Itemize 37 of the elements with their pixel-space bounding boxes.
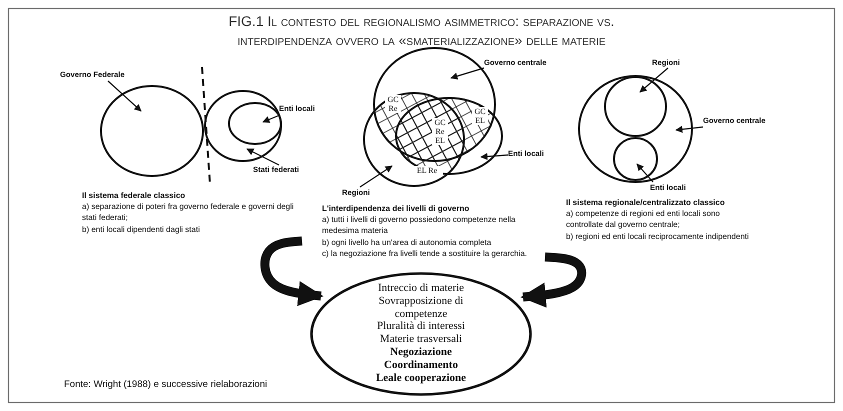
circle-shape [613, 137, 658, 181]
oval-text: Coordinamento [383, 358, 459, 372]
caption-heading: Il sistema regionale/centralizzato classico [566, 197, 726, 208]
overlap-label: GC EL [472, 107, 488, 125]
caption-text: c) la negoziazione fra livelli tende a sostituire la gerarchia. [322, 248, 528, 260]
circle-shape [604, 76, 667, 137]
caption-text: b) regioni ed enti locali reciprocamente indipendenti [566, 230, 750, 242]
overlap-label: GC Re EL [432, 118, 448, 144]
oval-text: Negoziazione [389, 346, 453, 359]
leader-arrow [262, 114, 280, 123]
caption-text: a) competenze di regioni ed enti locali sono controllate dal governo centrale; [566, 208, 721, 231]
circle-shape [578, 75, 693, 183]
caption-text: a) separazione di poteri fra governo federale e governi degli stati federati; [82, 201, 295, 224]
caption-heading: Il sistema federale classico [82, 190, 186, 202]
curved-arrow [260, 236, 324, 306]
source-note: Fonte: Wright (1988) e successive rielaborazioni [64, 379, 268, 390]
leader-arrow [636, 163, 654, 182]
circle-shape [363, 92, 465, 187]
oval-text: Leale cooperazione [374, 372, 468, 384]
oval [310, 272, 532, 396]
leader-arrow [246, 148, 280, 166]
oval-text: Intreccio di materie [376, 282, 466, 295]
circle-shape [100, 85, 204, 177]
oval-text: Materie trasversali [378, 333, 464, 346]
leader-arrow [360, 166, 393, 188]
curved-arrow [520, 252, 586, 308]
figure-title: FIG.1 Il contesto del regionalismo asimmetrico: separazione vs. interdipendenza ovvero la «smaterializzazione» delle materie [228, 12, 616, 50]
caption-heading: L'interdipendenza dei livelli di governo [322, 203, 470, 214]
oval-text: Pluralità di interessi [376, 320, 466, 334]
leader-arrow [450, 67, 484, 80]
caption-text: b) ogni livello ha un'area di autonomia completa [322, 236, 492, 248]
leader-arrow [108, 80, 142, 112]
leader-arrow [639, 68, 668, 92]
caption-text: b) enti locali dipendenti dagli stati [82, 224, 201, 235]
leader-arrow [480, 152, 508, 160]
oval-text: Sovrapposizione di competenze [378, 294, 464, 320]
overlap-label: GC Re [385, 95, 401, 113]
